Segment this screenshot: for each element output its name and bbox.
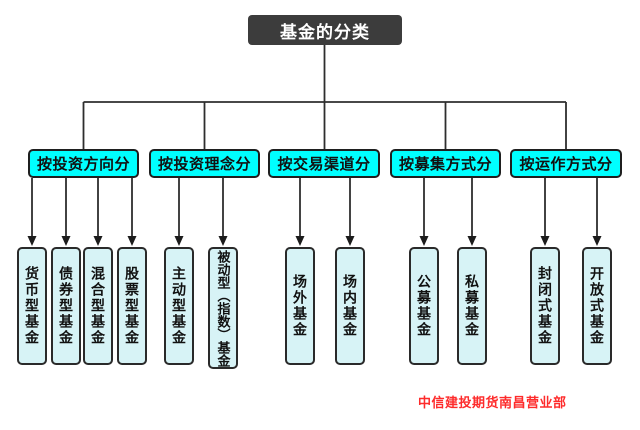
category-node-by-investment-direction: 按投资方向分 bbox=[28, 149, 139, 178]
leaf-node-hybrid-fund: 混合型基金 bbox=[83, 247, 113, 365]
root-node-fund-classification: 基金的分类 bbox=[248, 15, 402, 45]
leaf-label: 场外基金 bbox=[292, 274, 308, 338]
category-label: 按交易渠道分 bbox=[277, 156, 371, 173]
category-label: 按投资理念分 bbox=[157, 156, 251, 173]
leaf-node-open-end-fund: 开放式基金 bbox=[582, 247, 612, 365]
leaf-node-passive-index-fund: 被动型（指数）基金 bbox=[208, 247, 238, 369]
leaf-label: 主动型基金 bbox=[171, 266, 187, 346]
leaf-node-private-offering-fund: 私募基金 bbox=[457, 247, 487, 365]
leaf-node-equity-fund: 股票型基金 bbox=[117, 247, 147, 365]
leaf-label: 混合型基金 bbox=[90, 266, 106, 346]
category-label: 按投资方向分 bbox=[36, 156, 130, 173]
leaf-label: 开放式基金 bbox=[589, 266, 605, 346]
leaf-label: 封闭式基金 bbox=[537, 266, 553, 346]
leaf-label: 货币型基金 bbox=[24, 266, 40, 346]
credit-watermark: 中信建投期货南昌营业部 bbox=[418, 395, 567, 410]
leaf-node-bond-fund: 债券型基金 bbox=[51, 247, 81, 365]
leaf-node-public-offering-fund: 公募基金 bbox=[409, 247, 439, 365]
leaf-label: 被动型（指数）基金 bbox=[215, 249, 231, 367]
leaf-label: 场内基金 bbox=[342, 274, 358, 338]
category-node-by-operation-mode: 按运作方式分 bbox=[510, 149, 622, 178]
leaf-label: 公募基金 bbox=[416, 274, 432, 338]
leaf-label: 私募基金 bbox=[464, 274, 480, 338]
leaf-node-on-exchange-fund: 场内基金 bbox=[335, 247, 365, 365]
leaf-node-money-market-fund: 货币型基金 bbox=[17, 247, 47, 365]
category-node-by-fundraising-method: 按募集方式分 bbox=[390, 149, 501, 178]
category-label: 按运作方式分 bbox=[519, 156, 613, 173]
leaf-node-active-fund: 主动型基金 bbox=[164, 247, 194, 365]
leaf-label: 债券型基金 bbox=[58, 266, 74, 346]
category-node-by-trading-channel: 按交易渠道分 bbox=[268, 149, 380, 178]
root-node-label: 基金的分类 bbox=[280, 22, 370, 42]
leaf-node-closed-end-fund: 封闭式基金 bbox=[530, 247, 560, 365]
leaf-node-off-exchange-fund: 场外基金 bbox=[285, 247, 315, 365]
leaf-label: 股票型基金 bbox=[124, 266, 140, 346]
category-label: 按募集方式分 bbox=[398, 156, 492, 173]
category-node-by-investment-philosophy: 按投资理念分 bbox=[149, 149, 260, 178]
